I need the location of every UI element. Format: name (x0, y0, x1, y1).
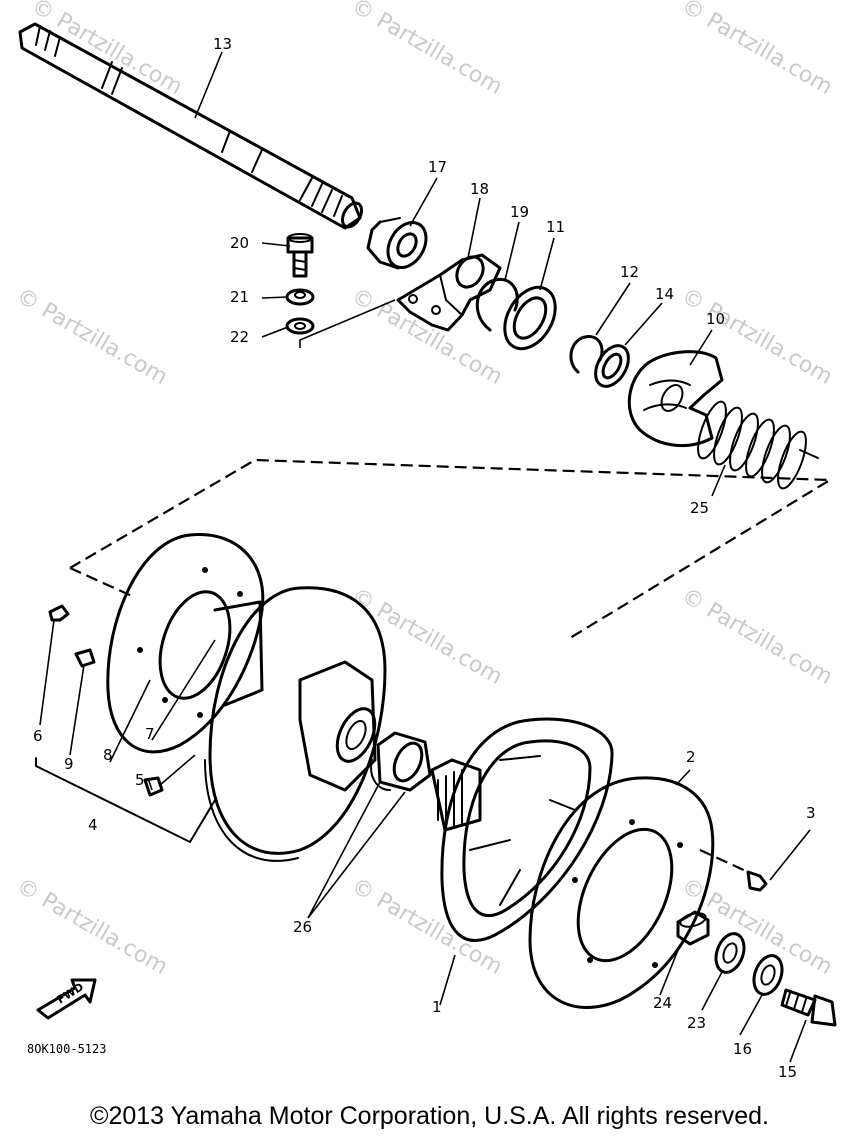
sheave-part-1 (430, 717, 614, 942)
watermark: © Partzilla.com (677, 284, 837, 391)
circlip-part-12 (569, 335, 604, 374)
callout-4: 4 (88, 816, 98, 834)
watermark: © Partzilla.com (347, 284, 507, 391)
callout-18: 18 (470, 180, 490, 198)
watermark: © Partzilla.com (12, 874, 172, 981)
watermark: © Partzilla.com (27, 0, 187, 100)
callout-13: 13 (213, 35, 233, 53)
callout-6: 6 (33, 727, 43, 745)
leader-line (159, 754, 196, 786)
washer-part-14 (594, 344, 630, 388)
pin-part-6 (48, 604, 70, 622)
assembly-frame-line (69, 566, 133, 598)
bolt-part-15 (780, 988, 837, 1027)
callout-11: 11 (546, 218, 566, 236)
leader-lines (39, 51, 811, 1063)
callout-20: 20 (230, 234, 250, 252)
watermark: © Partzilla.com (347, 874, 507, 981)
washer-part-22 (285, 317, 315, 335)
callout-26: 26 (293, 918, 313, 936)
callout-7: 7 (145, 725, 155, 743)
diagram-reference-code: 8OK100-5123 (27, 1042, 107, 1056)
screw-part-3 (699, 849, 768, 892)
circlip-part-19 (475, 277, 519, 332)
callout-14: 14 (655, 285, 675, 303)
callout-25: 25 (690, 499, 710, 517)
callout-3: 3 (806, 804, 816, 822)
hub-part-7 (213, 600, 264, 707)
watermark: © Partzilla.com (347, 0, 507, 100)
forward-arrow-icon: FWD (36, 978, 97, 1020)
bolt-part-9 (74, 648, 96, 668)
watermark: © Partzilla.com (347, 584, 507, 691)
cam-part-10 (627, 350, 724, 448)
assembly-bracket-line (299, 299, 396, 348)
spring-part-25 (697, 400, 819, 490)
callout-2: 2 (686, 748, 696, 766)
assembly-bracket-part-4 (35, 757, 216, 844)
washer-part-23 (714, 932, 746, 974)
callout-5: 5 (135, 771, 145, 789)
bolt-part-5 (143, 776, 164, 797)
callout-10: 10 (706, 310, 726, 328)
sheave-front-disc (204, 586, 387, 862)
bushing-part-26 (370, 731, 432, 792)
callout-15: 15 (778, 1063, 798, 1081)
callout-24: 24 (653, 994, 673, 1012)
watermark: © Partzilla.com (677, 584, 837, 691)
callout-9: 9 (64, 755, 74, 773)
callout-22: 22 (230, 328, 250, 346)
watermark: © Partzilla.com (677, 0, 837, 100)
callout-23: 23 (687, 1014, 707, 1032)
callout-19: 19 (510, 203, 530, 221)
callout-1: 1 (432, 998, 442, 1016)
collar-part-24 (676, 910, 710, 946)
assembly-frame-line (69, 458, 834, 639)
callout-8: 8 (103, 746, 113, 764)
nut-part-21 (285, 288, 315, 306)
shaft-part-13 (18, 22, 363, 230)
callout-21: 21 (230, 288, 250, 306)
callout-12: 12 (620, 263, 640, 281)
copyright-notice: ©2013 Yamaha Motor Corporation, U.S.A. A… (90, 1102, 769, 1130)
callout-17: 17 (428, 158, 448, 176)
bearing-part-17 (366, 217, 428, 270)
watermark: © Partzilla.com (12, 284, 172, 391)
callout-16: 16 (733, 1040, 753, 1058)
washer-part-16 (752, 954, 784, 996)
bolt-part-20 (286, 233, 314, 278)
disc-part-2 (528, 776, 715, 1009)
washer-part-11 (503, 285, 557, 351)
